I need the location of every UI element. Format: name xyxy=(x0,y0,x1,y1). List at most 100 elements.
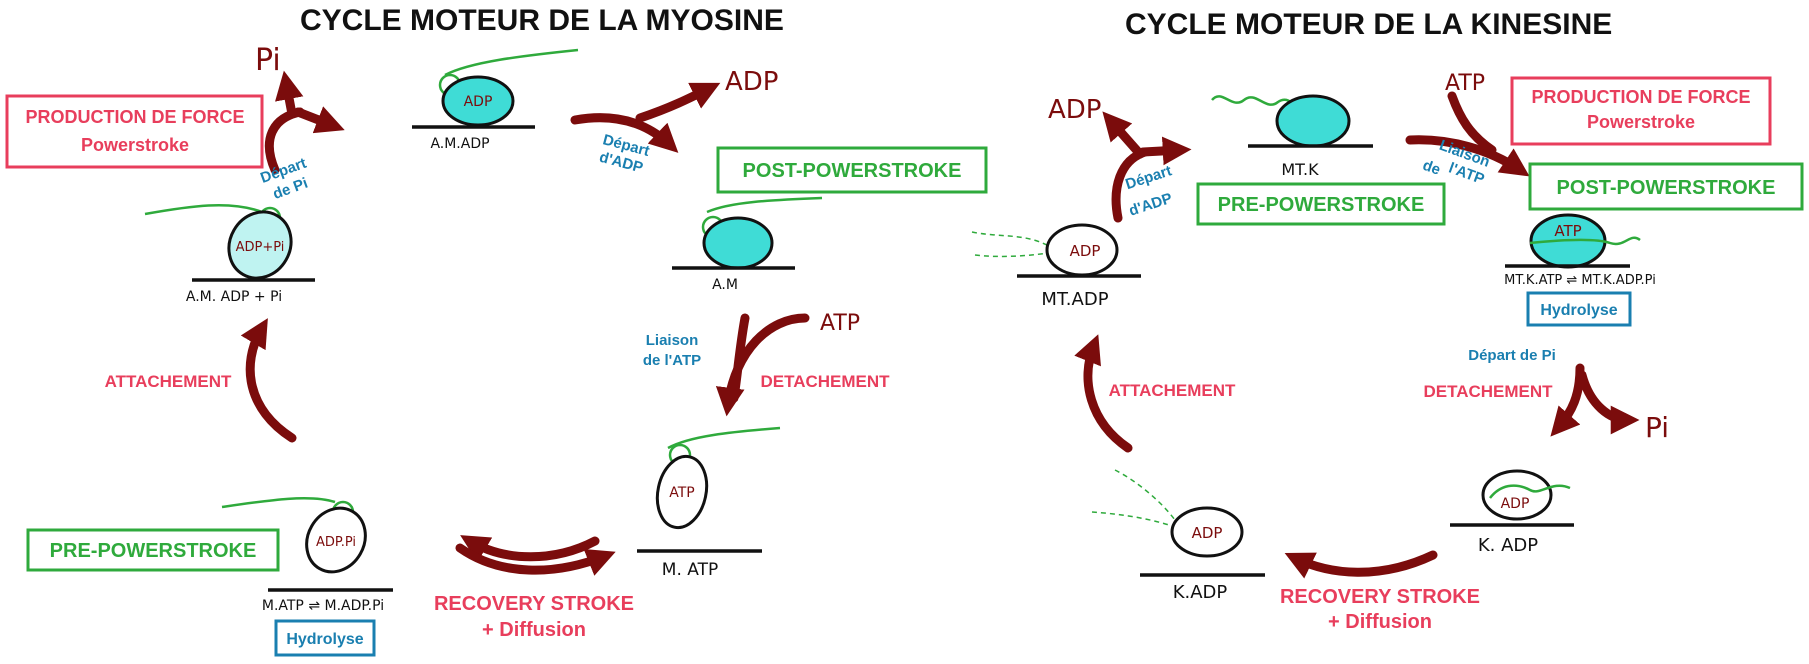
force-label-1: PRODUCTION DE FORCE xyxy=(25,107,244,127)
pi-release-arrow xyxy=(275,70,304,119)
neck-linker xyxy=(1489,484,1571,499)
kinesin-state-mtk-atp: ATP MT.K.ATP ⇌ MT.K.ADP.Pi xyxy=(1504,213,1656,288)
head-label: ADP xyxy=(1070,242,1101,260)
kin-post-label: POST-POWERSTROKE xyxy=(1557,177,1776,199)
head-label: ATP xyxy=(669,485,694,501)
state-label: M. ATP xyxy=(662,560,718,580)
head-label: ADP.Pi xyxy=(316,535,356,550)
kinesin-pi-release-arrow xyxy=(1577,370,1640,435)
liaison-atp-label-2: de l'ATP xyxy=(643,352,701,369)
state-label: A.M. ADP + Pi xyxy=(186,289,282,305)
myosin-state-am: A.M xyxy=(672,196,823,293)
adp-release-arrow xyxy=(570,113,679,153)
force-label-2: Powerstroke xyxy=(81,135,189,155)
myosin-state-m-atp: ATP M. ATP xyxy=(637,426,781,580)
kinesin-state-k-adp-right: ADP K. ADP xyxy=(1450,469,1574,556)
kin-liaison-2: de xyxy=(1420,157,1442,179)
lever-arm xyxy=(444,48,579,77)
kinesin-post-powerstroke-box: POST-POWERSTROKE xyxy=(1528,162,1804,211)
kin-depart-adp-2: d'ADP xyxy=(1127,190,1174,220)
kinesin-recovery-arrow xyxy=(1284,550,1438,579)
neck-linker-dashed xyxy=(1114,469,1176,521)
myosin-recovery-label-1: RECOVERY STROKE xyxy=(434,593,634,615)
myosin-pre-powerstroke-box: PRE-POWERSTROKE xyxy=(26,528,280,572)
attachment-arrow xyxy=(240,318,297,443)
head-label: ADP xyxy=(464,94,493,110)
myosin-post-powerstroke-box: POST-POWERSTROKE xyxy=(716,146,988,194)
kinesin-adp-release-head xyxy=(1138,136,1192,166)
kinesin-state-k-adp-bottom: ADP K.ADP xyxy=(1091,469,1265,603)
kinesin-title: CYCLE MOTEUR DE LA KINESINE xyxy=(1125,8,1612,41)
kin-depart-pi: Départ de Pi xyxy=(1468,347,1556,364)
head-label: ADP xyxy=(1501,496,1530,512)
neck-linker-dashed xyxy=(1091,511,1179,529)
myosin-state-am-adp: ADP A.M.ADP xyxy=(412,48,579,152)
state-label: M.ATP ⇌ M.ADP.Pi xyxy=(262,598,384,614)
kinesin-detachement-label: DETACHEMENT xyxy=(1423,382,1553,401)
kinesin-pre-powerstroke-box: PRE-POWERSTROKE xyxy=(1196,182,1446,226)
kinesin-attachement-label: ATTACHEMENT xyxy=(1109,381,1236,400)
myosin-force-box: PRODUCTION DE FORCE Powerstroke xyxy=(5,94,264,169)
myosin-detachement-label: DETACHEMENT xyxy=(760,372,890,391)
myosin-attachement-label: ATTACHEMENT xyxy=(105,372,232,391)
state-label: K.ADP xyxy=(1173,582,1228,603)
head-label: ATP xyxy=(1554,222,1581,240)
kinesin-force-box: PRODUCTION DE FORCE Powerstroke xyxy=(1510,76,1772,146)
state-label: A.M.ADP xyxy=(430,136,489,152)
kinesin-pi-product: Pi xyxy=(1645,411,1669,444)
recovery-arrow-back xyxy=(460,535,600,563)
atp-substrate: ATP xyxy=(820,311,860,336)
state-label: A.M xyxy=(712,277,738,293)
atp-binding-trunk xyxy=(729,313,750,403)
kinesin-atp-binding-arrow xyxy=(1405,135,1530,177)
kinesin-adp-branch xyxy=(1102,111,1145,159)
adp-product: ADP xyxy=(725,67,779,97)
kinesin-head xyxy=(1481,469,1553,521)
kinesin-adp-product: ADP xyxy=(1048,95,1102,125)
kinesin-state-mt-k: MT.K xyxy=(1211,94,1373,179)
myosin-head xyxy=(305,506,367,574)
kinesin-head xyxy=(1275,94,1351,148)
myosin-head xyxy=(441,75,515,127)
kinesin-hydrolyse-box: Hydrolyse xyxy=(1526,291,1632,327)
head-label: ADP+Pi xyxy=(236,240,285,255)
neck-linker xyxy=(1529,236,1641,246)
neck-linker-dashed xyxy=(971,231,1056,251)
kinesin-state-mt-adp: ADP MT.ADP xyxy=(971,223,1141,310)
powerstroke-arrow-head xyxy=(293,106,345,134)
kin-depart-adp-1: Départ xyxy=(1123,162,1173,193)
kin-force-1: PRODUCTION DE FORCE xyxy=(1531,87,1750,107)
kinesin-atp-branch xyxy=(1447,91,1497,155)
kinesin-atp-substrate: ATP xyxy=(1445,71,1485,96)
lever-arm xyxy=(706,196,823,214)
myosin-head xyxy=(702,216,774,270)
myosin-state-am-adp-pi: ADP+Pi A.M. ADP + Pi xyxy=(144,204,315,305)
pi-product: Pi xyxy=(255,43,281,78)
post-label: POST-POWERSTROKE xyxy=(743,160,962,182)
kinesin-recovery-label-1: RECOVERY STROKE xyxy=(1280,586,1480,608)
myosin-state-m-adp-pi: ADP.Pi M.ATP ⇌ M.ADP.Pi xyxy=(221,496,393,614)
recovery-arrow-forward xyxy=(455,543,616,576)
kin-pre-label: PRE-POWERSTROKE xyxy=(1218,194,1425,216)
kin-hydrolyse-label: Hydrolyse xyxy=(1540,302,1617,319)
state-label: MT.K.ATP ⇌ MT.K.ADP.Pi xyxy=(1504,273,1656,288)
myosin-title: CYCLE MOTEUR DE LA MYOSINE xyxy=(300,4,784,37)
state-label: MT.K xyxy=(1281,160,1319,179)
myosin-recovery-label-2: + Diffusion xyxy=(482,619,586,641)
lever-arm xyxy=(221,496,336,509)
state-label: MT.ADP xyxy=(1041,289,1108,310)
kin-force-2: Powerstroke xyxy=(1587,112,1695,132)
state-label: K. ADP xyxy=(1478,535,1538,556)
head-label: ADP xyxy=(1192,524,1223,542)
kinesin-recovery-label-2: + Diffusion xyxy=(1328,611,1432,633)
myosin-hydrolyse-box: Hydrolyse xyxy=(274,619,376,657)
neck-linker-dashed xyxy=(974,251,1056,258)
myosin-head xyxy=(655,454,709,530)
hydrolyse-label: Hydrolyse xyxy=(286,631,363,648)
kinesin-detach-arrow xyxy=(1550,363,1585,437)
lever-arm xyxy=(144,204,263,216)
kinesin-attachment-arrow xyxy=(1074,334,1133,453)
liaison-atp-label-1: Liaison xyxy=(646,332,699,349)
